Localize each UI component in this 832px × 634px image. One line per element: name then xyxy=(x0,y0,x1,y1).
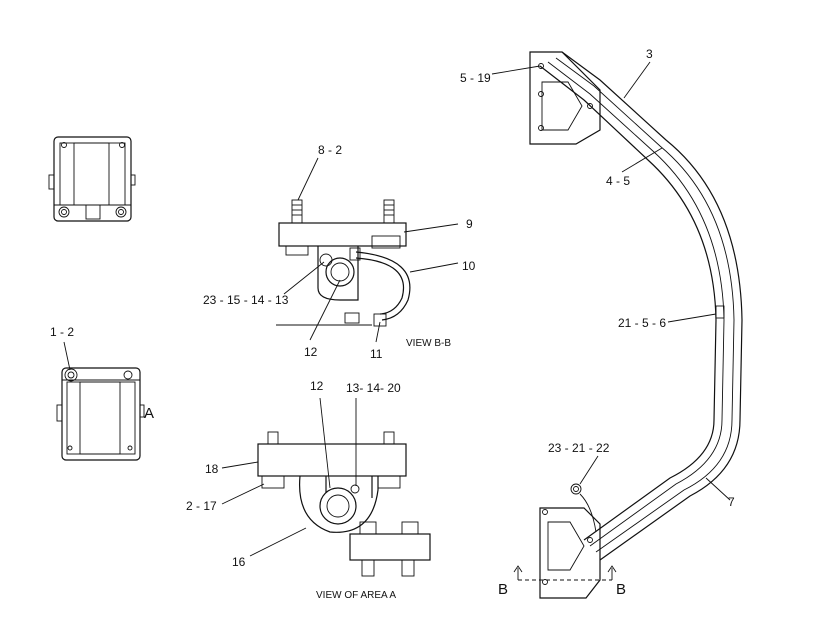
leader-3 xyxy=(623,61,651,99)
label-2-17: 2 - 17 xyxy=(186,499,217,513)
leader-11 xyxy=(375,321,381,343)
leader-2-17 xyxy=(221,483,265,505)
leader-12-bot xyxy=(319,397,331,489)
block-top-view xyxy=(48,136,136,222)
leader-10 xyxy=(409,262,459,273)
leader-9 xyxy=(403,223,459,233)
view-area-a-drawing xyxy=(257,431,431,577)
leader-23-15-14-13 xyxy=(283,261,325,295)
label-10: 10 xyxy=(462,259,476,273)
label-5-19: 5 - 19 xyxy=(460,71,491,85)
leader-16 xyxy=(249,527,307,557)
label-12-bot: 12 xyxy=(310,379,324,393)
leader-21-5-6 xyxy=(667,313,717,323)
leader-23-21-22 xyxy=(579,455,599,485)
label-B-right: B xyxy=(616,581,626,598)
label-11: 11 xyxy=(370,347,383,361)
block-side-view xyxy=(56,367,145,461)
leader-12-top xyxy=(309,279,341,341)
leader-18 xyxy=(221,461,259,469)
label-B-left: B xyxy=(498,581,508,598)
label-9: 9 xyxy=(466,217,473,231)
label-8-2: 8 - 2 xyxy=(318,143,342,157)
label-4-5: 4 - 5 xyxy=(606,174,630,188)
label-1-2: 1 - 2 xyxy=(50,325,74,339)
label-12-top: 12 xyxy=(304,345,318,359)
view-bb-drawing xyxy=(276,199,411,327)
cable-guard-drawing xyxy=(513,51,743,599)
label-13-14-20: 13- 14- 20 xyxy=(346,381,401,395)
leader-7 xyxy=(705,477,731,501)
label-23-21-22: 23 - 21 - 22 xyxy=(548,441,610,455)
label-16: 16 xyxy=(232,555,246,569)
caption-view-area-a: VIEW OF AREA A xyxy=(316,590,396,601)
label-21-5-6: 21 - 5 - 6 xyxy=(618,316,666,330)
leader-4-5 xyxy=(621,147,663,173)
label-A: A xyxy=(144,405,154,422)
label-18: 18 xyxy=(205,462,219,476)
caption-view-bb: VIEW B-B xyxy=(406,338,451,349)
label-23-15-14-13: 23 - 15 - 14 - 13 xyxy=(203,293,289,307)
leader-1-2 xyxy=(63,341,71,371)
label-7: 7 xyxy=(728,495,735,509)
leader-8-2 xyxy=(297,157,319,201)
label-3: 3 xyxy=(646,47,653,61)
leader-5-19 xyxy=(491,65,541,75)
